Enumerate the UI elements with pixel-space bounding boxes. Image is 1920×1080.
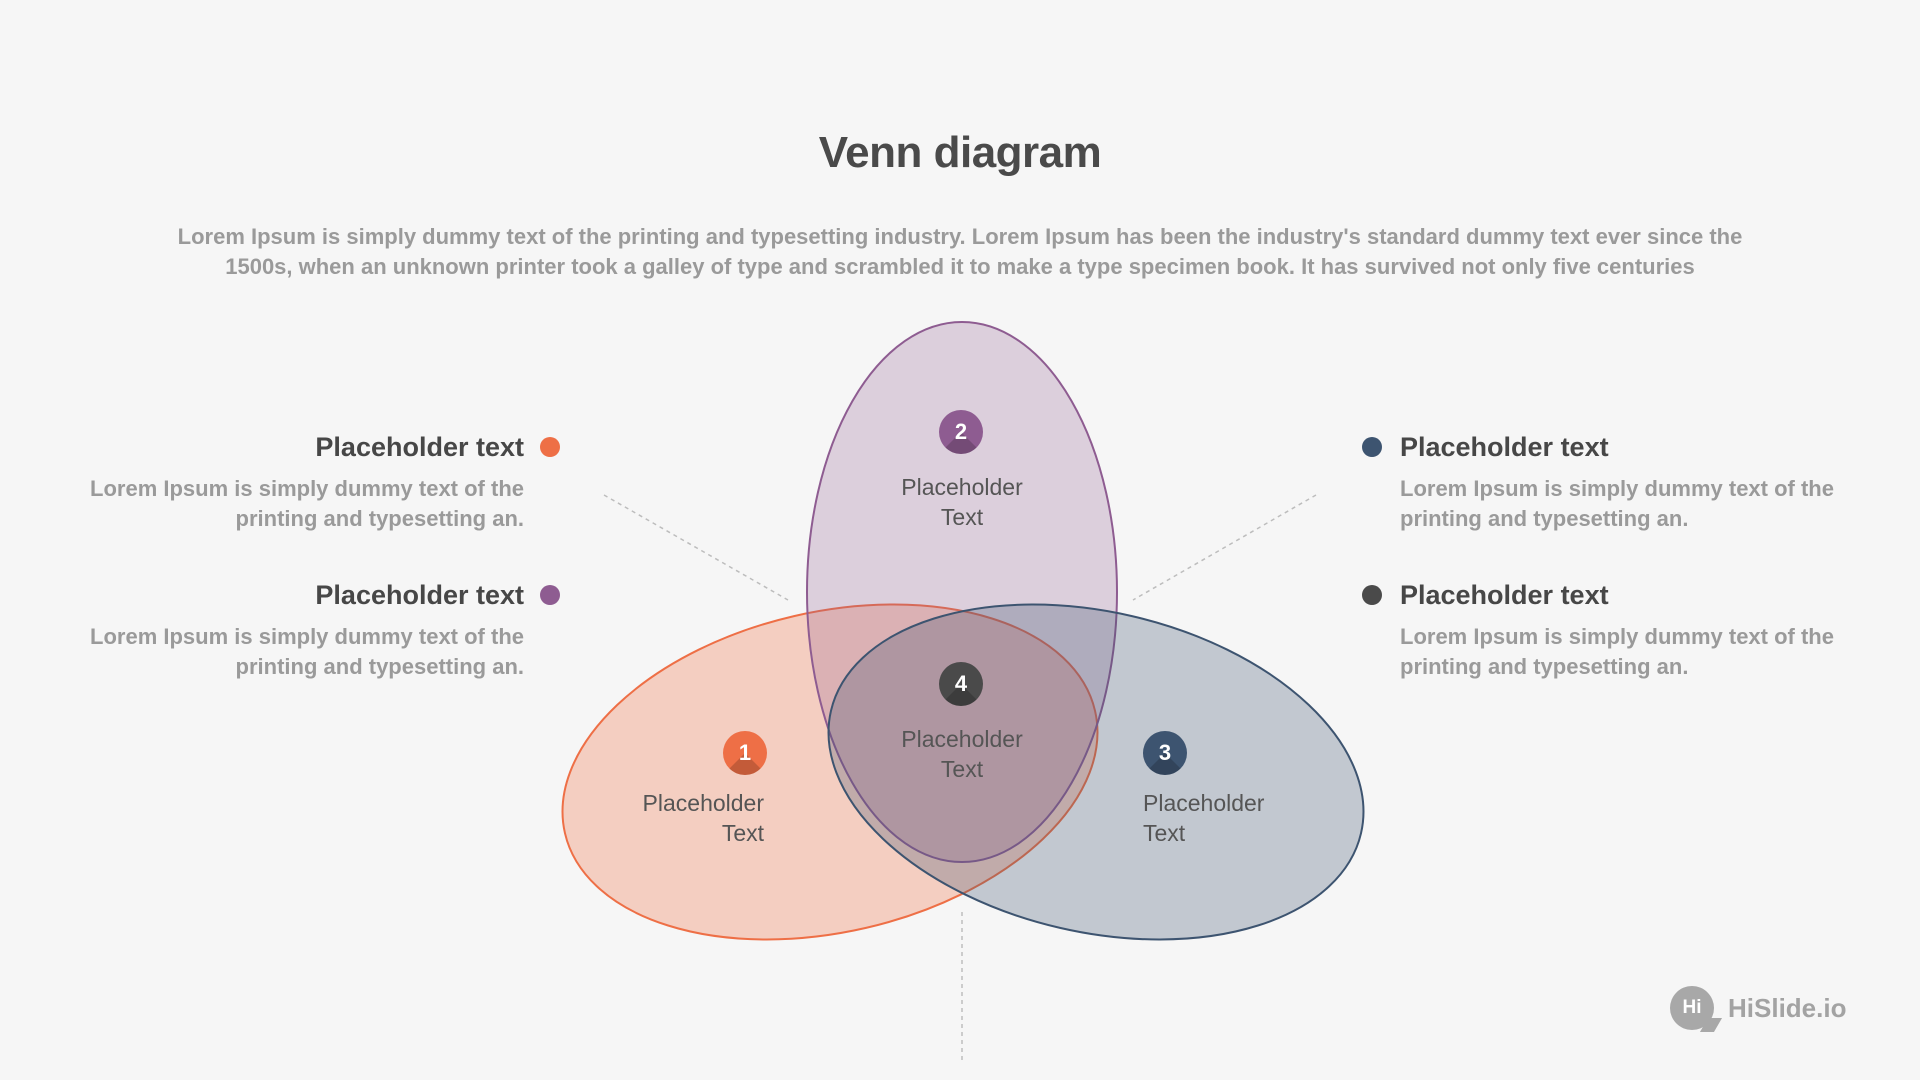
legend-dot-orange [540,437,560,457]
legend-dot-navy [1362,437,1382,457]
segment-badge-1: 1 [723,731,767,775]
hislide-logo-icon: Hi [1670,986,1714,1030]
brand-name: HiSlide.io [1728,992,1847,1023]
ellipse-purple [806,321,1118,863]
legend-item-2-title: Placeholder text [315,580,524,610]
legend-item-1-title: Placeholder text [315,432,524,462]
segment-badge-2: 2 [939,410,983,454]
connector-left [603,494,789,601]
legend-item-4-body: Lorem Ipsum is simply dummy text of the … [1400,624,1834,679]
brand-logo: Hi HiSlide.io [1670,986,1846,1030]
legend-item-1-body: Lorem Ipsum is simply dummy text of the … [90,476,524,531]
legend-item-3-title: Placeholder text [1400,432,1609,462]
legend-item-4-title: Placeholder text [1400,580,1609,610]
legend-dot-dark [1362,585,1382,605]
intro-text: Lorem Ipsum is simply dummy text of the … [177,224,1743,279]
legend-item-2: Placeholder text Lorem Ipsum is simply d… [64,577,524,682]
legend-dot-purple [540,585,560,605]
legend-item-3-body: Lorem Ipsum is simply dummy text of the … [1400,476,1834,531]
connector-right [1132,494,1317,601]
connector-lines [603,494,1317,1064]
segment-badge-3: 3 [1143,731,1187,775]
legend-item-3: Placeholder text Lorem Ipsum is simply d… [1400,429,1860,534]
segment-badge-4: 4 [939,662,983,706]
legend-item-1: Placeholder text Lorem Ipsum is simply d… [64,429,524,534]
page-title: Venn diagram [818,128,1102,177]
legend-item-4: Placeholder text Lorem Ipsum is simply d… [1400,577,1860,682]
legend-item-2-body: Lorem Ipsum is simply dummy text of the … [90,624,524,679]
